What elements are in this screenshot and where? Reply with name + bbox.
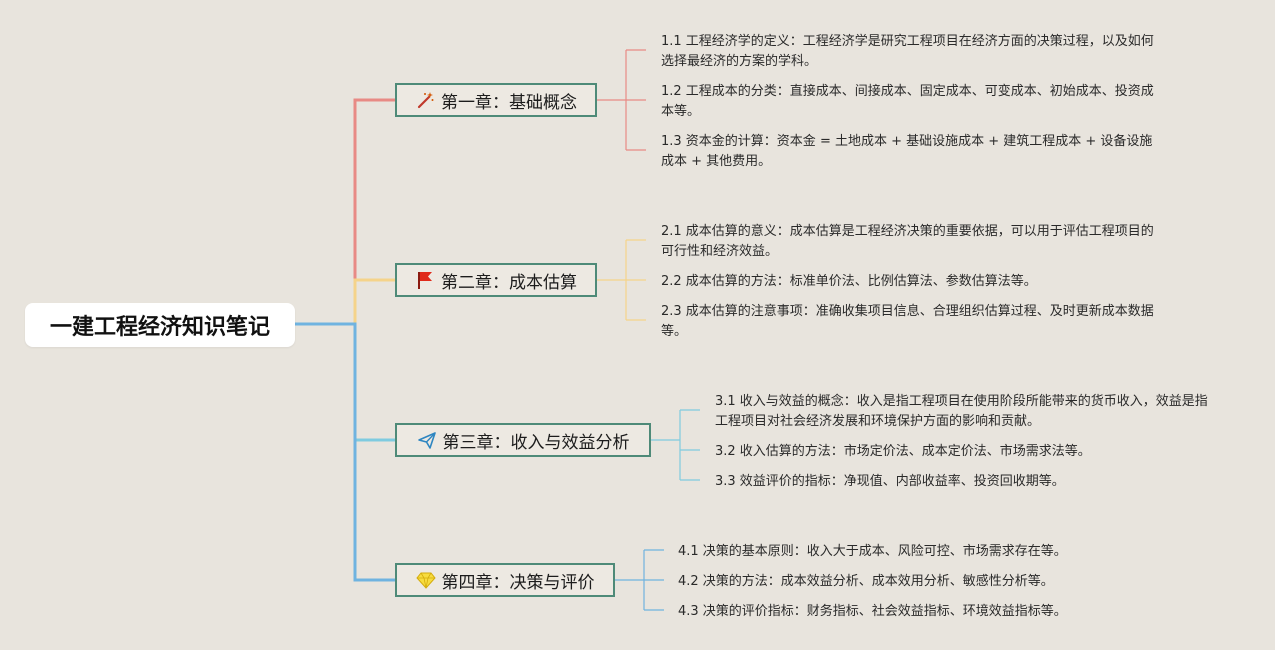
chapter-2-leaf-lines	[597, 239, 646, 321]
chapter-2-item-2: 2.2 成本估算的方法：标准单价法、比例估算法、参数估算法等。	[661, 274, 1037, 289]
chapter-1-node[interactable]: 第一章：基础概念	[395, 83, 597, 117]
chapter-4-leaf-lines	[615, 549, 664, 611]
branch-chapter-3	[295, 322, 395, 442]
chapter-1-item-3: 1.3 资本金的计算：资本金 = 土地成本 + 基础设施成本 + 建筑工程成本 …	[661, 134, 1153, 169]
branch-chapter-4	[295, 322, 395, 582]
chapter-3-item-3: 3.3 效益评价的指标：净现值、内部收益率、投资回收期等。	[715, 474, 1065, 489]
branch-chapter-2	[295, 278, 395, 326]
chapter-3-node[interactable]: 第三章：收入与效益分析	[395, 423, 651, 457]
red-flag-icon	[415, 270, 435, 290]
chapter-4-title: 第四章：决策与评价	[441, 572, 595, 593]
root-to-chapters	[295, 98, 395, 582]
chapter-1-leaf-lines	[597, 49, 646, 151]
chapter-1-item-1: 1.1 工程经济学的定义：工程经济学是研究工程项目在经济方面的决策过程，以及如何…	[661, 34, 1154, 69]
root-topic[interactable]: 一建工程经济知识笔记	[25, 303, 295, 347]
chapter-2-item-1: 2.1 成本估算的意义：成本估算是工程经济决策的重要依据，可以用于评估工程项目的…	[661, 224, 1154, 259]
magic-wand-icon	[415, 90, 435, 110]
root-title: 一建工程经济知识笔记	[49, 315, 270, 340]
chapter-2-node[interactable]: 第二章：成本估算	[395, 263, 597, 297]
chapter-4-item-2: 4.2 决策的方法：成本效益分析、成本效用分析、敏感性分析等。	[678, 574, 1054, 589]
chapter-4-node[interactable]: 第四章：决策与评价	[395, 563, 615, 597]
chapter-3-leaf-lines	[651, 409, 700, 481]
chapter-2-title: 第二章：成本估算	[441, 272, 577, 293]
diamond-icon	[415, 570, 436, 590]
chapter-4-item-1: 4.1 决策的基本原则：收入大于成本、风险可控、市场需求存在等。	[678, 544, 1067, 559]
chapter-4-item-3: 4.3 决策的评价指标：财务指标、社会效益指标、环境效益指标等。	[678, 604, 1067, 619]
chapter-1-item-2: 1.2 工程成本的分类：直接成本、间接成本、固定成本、可变成本、初始成本、投资成…	[661, 84, 1154, 119]
chapter-3-item-1: 3.1 收入与效益的概念：收入是指工程项目在使用阶段所能带来的货币收入，效益是指…	[715, 394, 1208, 429]
chapter-3-title: 第三章：收入与效益分析	[442, 432, 630, 453]
paper-plane-icon	[417, 430, 437, 450]
chapter-3-item-2: 3.2 收入估算的方法：市场定价法、成本定价法、市场需求法等。	[715, 444, 1091, 459]
branch-chapter-1	[295, 98, 395, 326]
chapter-1-title: 第一章：基础概念	[441, 92, 577, 113]
chapter-2-item-3: 2.3 成本估算的注意事项：准确收集项目信息、合理组织估算过程、及时更新成本数据…	[661, 304, 1154, 339]
